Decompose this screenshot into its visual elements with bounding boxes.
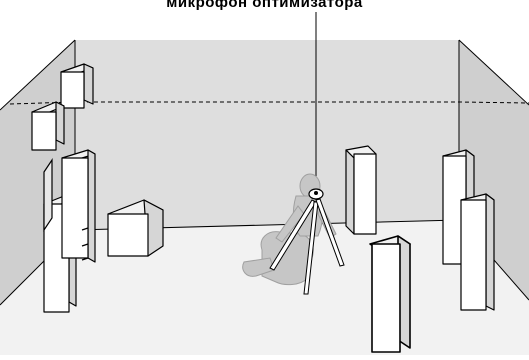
back-wall: [75, 40, 459, 230]
front-height-left-speaker: [61, 64, 93, 108]
front-right-speaker: [346, 146, 376, 234]
surround-back-right-speaker: [461, 194, 494, 310]
microphone-icon: [309, 189, 323, 199]
center-speaker: [370, 236, 410, 352]
microphone-caption: микрофон оптимизатора: [0, 0, 529, 11]
rear-height-left-speaker: [62, 150, 95, 262]
